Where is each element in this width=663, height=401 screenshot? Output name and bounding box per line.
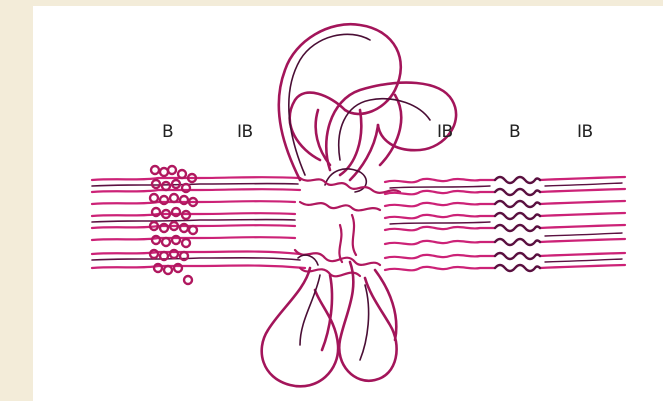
puff-bottom-loops	[262, 262, 397, 386]
left-strands-dark	[92, 184, 300, 260]
puff-top-loops	[279, 24, 456, 180]
label-b-left: B	[162, 122, 173, 142]
left-strand-7	[92, 252, 300, 255]
left-strand-4	[92, 213, 295, 216]
left-strand-2	[92, 189, 300, 192]
right-band-waves	[495, 177, 540, 271]
left-strands	[92, 177, 305, 268]
label-ib-right-1: IB	[437, 122, 453, 142]
left-strand-3	[92, 201, 295, 204]
right-strands-dark	[390, 183, 622, 262]
puff-center-tangle	[295, 178, 400, 276]
label-b-right: B	[509, 122, 520, 142]
label-ib-right-2: IB	[577, 122, 593, 142]
label-ib-left: IB	[237, 122, 253, 142]
left-strand-8	[92, 266, 305, 269]
left-strand-6	[92, 237, 295, 240]
